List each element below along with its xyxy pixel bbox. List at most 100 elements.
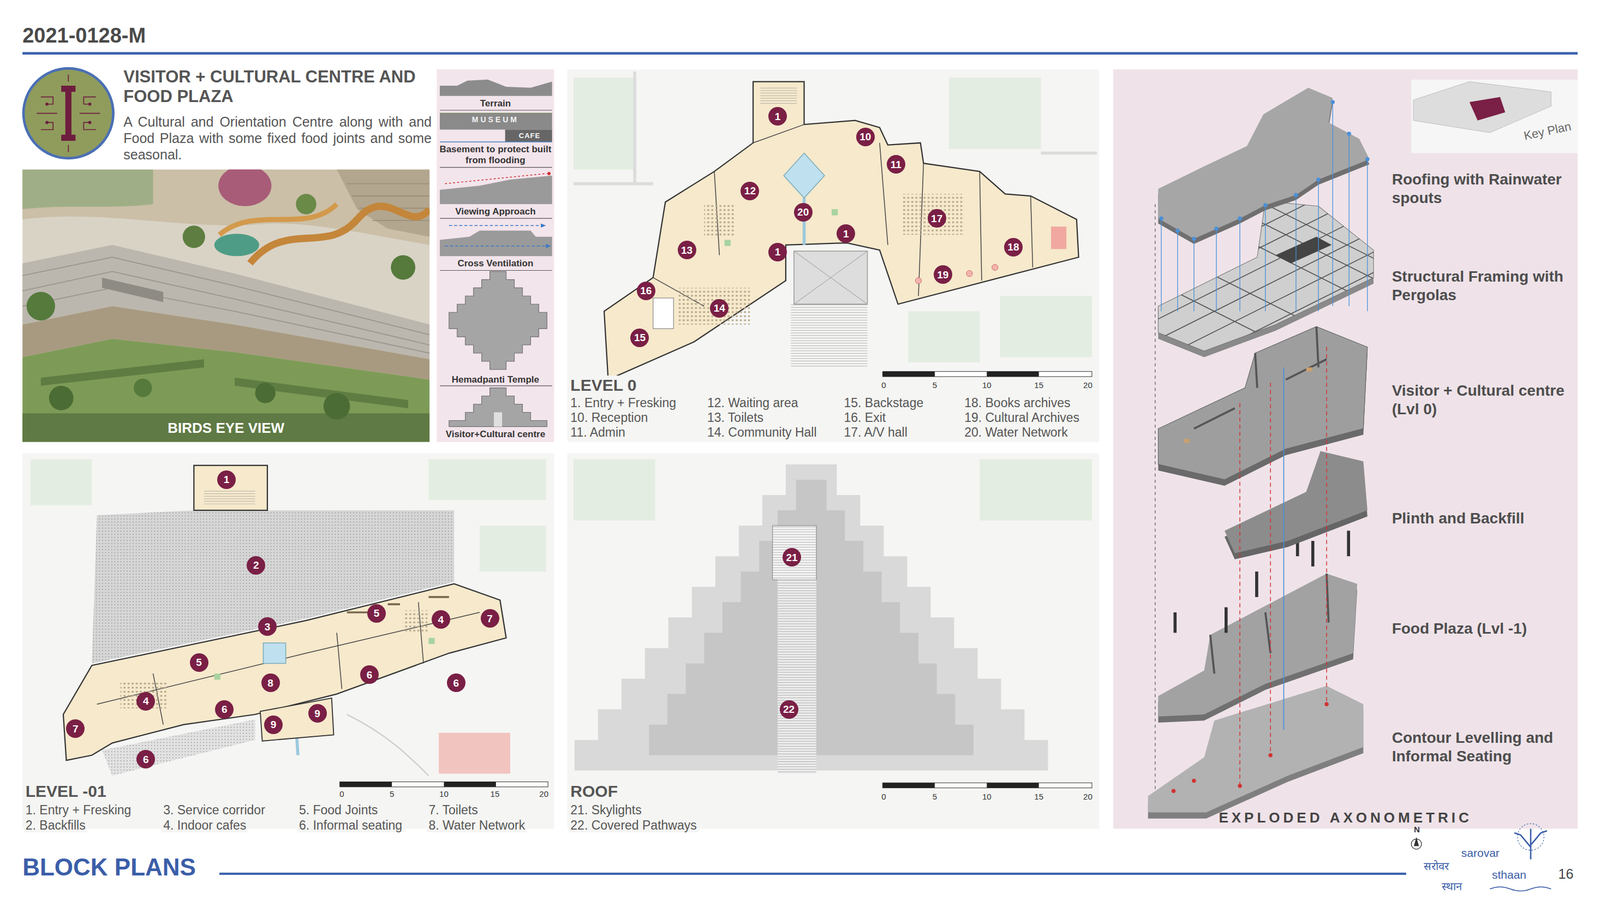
- scale-number: 0: [339, 789, 344, 799]
- level-0-plan: [567, 69, 1100, 443]
- roof-plan: [573, 459, 656, 521]
- callout-text: 14: [713, 302, 726, 314]
- scale-number: 20: [1083, 380, 1093, 391]
- level-minus-1-plan: [347, 596, 450, 613]
- level-0-plan: [793, 251, 868, 304]
- north-mark: N: [1413, 824, 1420, 835]
- level-0-plan: [966, 270, 973, 277]
- callout-text: 1: [223, 474, 230, 485]
- diagram-caption: Visitor+Cultural centre: [438, 428, 553, 440]
- layer-label: Visitor + Cultural centre (Lvl 0): [1392, 381, 1567, 419]
- key-entry: 16. Exit: [842, 410, 888, 425]
- concept-diagrams: [439, 175, 553, 205]
- birds-eye-render: [218, 169, 272, 206]
- level-0-plan: [783, 153, 825, 199]
- level-0-plan: [724, 239, 731, 246]
- scale-number: 20: [539, 789, 549, 799]
- callout-number: 22: [779, 700, 799, 719]
- exploded-axonometric: [1346, 530, 1351, 557]
- callout-text: 1: [774, 111, 781, 122]
- project-logo: [45, 102, 49, 106]
- level-0-plan: [1051, 226, 1067, 249]
- birds-eye-render: [249, 206, 430, 264]
- page-number: 16: [1557, 865, 1574, 882]
- level-minus-1-plan: [347, 714, 429, 776]
- concept-strip: TerrainMUSEUMCAFEBasement to protect bui…: [436, 69, 554, 443]
- scale-number: 5: [932, 380, 937, 391]
- birds-eye-render: [49, 385, 74, 411]
- callout-number: 8: [261, 673, 280, 692]
- callout-number: 15: [630, 328, 649, 348]
- level-minus-1-plan: [214, 673, 221, 680]
- callout-text: 9: [314, 708, 321, 719]
- callout-number: 4: [136, 691, 155, 711]
- header-rule: [22, 51, 1578, 55]
- callout-number: 6: [136, 749, 155, 769]
- key-entry: 21. Skylights: [568, 803, 643, 817]
- layer-label: Food Plaza (Lvl -1): [1392, 619, 1567, 638]
- key-entry: 10. Reception: [568, 410, 650, 425]
- scale-bar: [339, 781, 548, 787]
- key-entry: 4. Indoor cafes: [161, 818, 248, 833]
- scale-number: 10: [439, 789, 449, 799]
- callout-number: 10: [856, 127, 875, 147]
- callout-number: 12: [740, 181, 760, 201]
- panel-caption: EXPLODED AXONOMETRIC: [1113, 809, 1578, 827]
- callout-number: 7: [66, 719, 85, 738]
- callout-number: 11: [886, 154, 906, 174]
- project-logo: [61, 85, 76, 141]
- callout-number: 14: [709, 299, 729, 318]
- callout-text: 4: [142, 695, 149, 707]
- footer-logo: [1489, 886, 1551, 891]
- level-0-plan: [992, 264, 999, 271]
- birds-eye-render: [182, 225, 206, 248]
- callout-number: 19: [933, 265, 953, 284]
- key-entry: 2. Backfills: [24, 818, 88, 833]
- key-entry: 19. Cultural Archives: [962, 410, 1082, 425]
- roof-plan: [772, 525, 817, 580]
- callout-number: 6: [360, 665, 379, 684]
- render-panel: BIRDS EYE VIEW: [22, 169, 430, 442]
- callout-text: 6: [221, 703, 228, 715]
- project-logo: [36, 74, 100, 153]
- roof-plan: [777, 579, 817, 774]
- level-0-plan: [604, 81, 1079, 380]
- callout-number: 16: [636, 281, 656, 301]
- level-minus-1-plan: [22, 452, 554, 829]
- axonometric-panel: Key PlanRoofing with Rainwater spoutsStr…: [1113, 69, 1578, 829]
- callout-number: 5: [189, 653, 209, 672]
- concept-diagrams: [439, 79, 553, 97]
- exploded-axonometric: [1157, 87, 1370, 240]
- exploded-axonometric: [1237, 216, 1242, 220]
- scale-number: 10: [982, 791, 992, 802]
- logo-text: स्थान: [1441, 879, 1462, 893]
- callout-text: 7: [486, 613, 493, 624]
- exploded-axonometric: [1239, 347, 1327, 786]
- plan-panel: LEVEL 01. Entry + Fresking10. Reception1…: [567, 69, 1100, 443]
- level-0-plan: [1000, 295, 1092, 357]
- layer-label: Structural Framing with Pergolas: [1392, 267, 1567, 304]
- level-0-plan: [760, 86, 797, 106]
- level-minus-1-plan: [438, 732, 511, 774]
- callout-text: 9: [270, 719, 277, 730]
- footer-logo: [1413, 836, 1419, 846]
- level-0-plan: [831, 209, 838, 216]
- exploded-axonometric: [1237, 783, 1242, 788]
- description: A Cultural and Orientation Centre along …: [123, 113, 432, 163]
- exploded-axonometric: [1263, 203, 1268, 207]
- key-entry: 6. Informal seating: [297, 818, 404, 833]
- callout-number: 1: [768, 106, 787, 126]
- project-logo: [23, 68, 114, 159]
- plan-heading: LEVEL 0: [568, 375, 638, 396]
- view-caption: BIRDS EYE VIEW: [22, 419, 430, 437]
- roof-plan: [567, 452, 1100, 829]
- birds-eye-render: [219, 204, 337, 235]
- level-0-plan: [703, 204, 735, 237]
- scale-number: 15: [490, 789, 500, 799]
- key-entry: 3. Service corridor: [161, 803, 267, 817]
- level-minus-1-plan: [30, 459, 92, 506]
- logo-text: sthaan: [1491, 867, 1527, 882]
- key-entry: 20. Water Network: [962, 425, 1070, 440]
- callout-text: 11: [890, 159, 902, 170]
